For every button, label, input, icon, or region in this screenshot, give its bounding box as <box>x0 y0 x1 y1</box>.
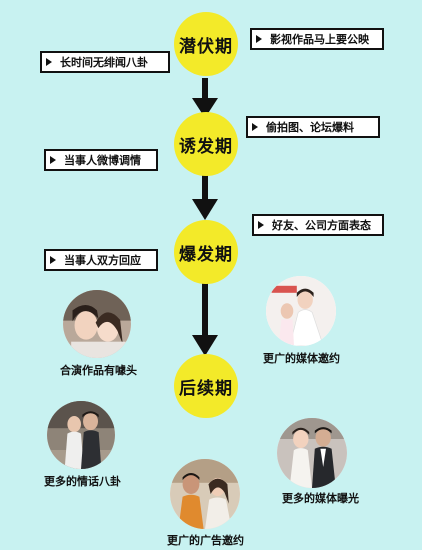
photo-caption: 更广的广告邀约 <box>167 534 244 547</box>
photo-media-exposure <box>277 418 347 488</box>
bullet-triangle-icon <box>50 256 56 264</box>
street-photo-icon <box>47 401 115 469</box>
couple-photo-icon <box>63 290 131 358</box>
photo-caption: 更广的媒体邀约 <box>263 352 340 365</box>
magazine-cover-icon <box>266 276 336 346</box>
bullet-triangle-icon <box>256 35 262 43</box>
arrowhead-1 <box>192 98 218 118</box>
photo-ad-endorsement <box>170 459 240 529</box>
note-text: 长时间无绯闻八卦 <box>60 56 148 69</box>
note-text: 偷拍图、论坛爆料 <box>266 121 354 134</box>
bullet-triangle-icon <box>258 221 264 229</box>
endorsement-photo-icon <box>170 459 240 529</box>
phase-outbreak: 爆发期 <box>174 220 238 284</box>
note-latent-right: 影视作品马上要公映 <box>250 28 384 50</box>
note-outbreak-right: 好友、公司方面表态 <box>252 214 384 236</box>
phase-aftermath: 后续期 <box>174 354 238 418</box>
note-text: 当事人双方回应 <box>64 254 141 267</box>
photo-caption: 合演作品有噱头 <box>60 364 137 377</box>
phase-latent: 潜伏期 <box>174 12 238 76</box>
photo-costar-couple <box>63 290 131 358</box>
note-latent-left: 长时间无绯闻八卦 <box>40 51 170 73</box>
bullet-triangle-icon <box>46 58 52 66</box>
photo-street-snapshot <box>47 401 115 469</box>
note-outbreak-left: 当事人双方回应 <box>44 249 158 271</box>
phase-trigger: 诱发期 <box>174 112 238 176</box>
note-trigger-right: 偷拍图、论坛爆料 <box>246 116 380 138</box>
note-trigger-left: 当事人微博调情 <box>44 149 158 171</box>
note-text: 当事人微博调情 <box>64 154 141 167</box>
note-text: 好友、公司方面表态 <box>272 219 371 232</box>
bullet-triangle-icon <box>252 123 258 131</box>
note-text: 影视作品马上要公映 <box>270 33 369 46</box>
arrowhead-2 <box>192 199 218 220</box>
photo-wedding-magazine <box>266 276 336 346</box>
arrowhead-3 <box>192 335 218 356</box>
red-carpet-photo-icon <box>277 418 347 488</box>
photo-caption: 更多的情话八卦 <box>44 475 121 488</box>
bullet-triangle-icon <box>50 156 56 164</box>
photo-caption: 更多的媒体曝光 <box>282 492 359 505</box>
